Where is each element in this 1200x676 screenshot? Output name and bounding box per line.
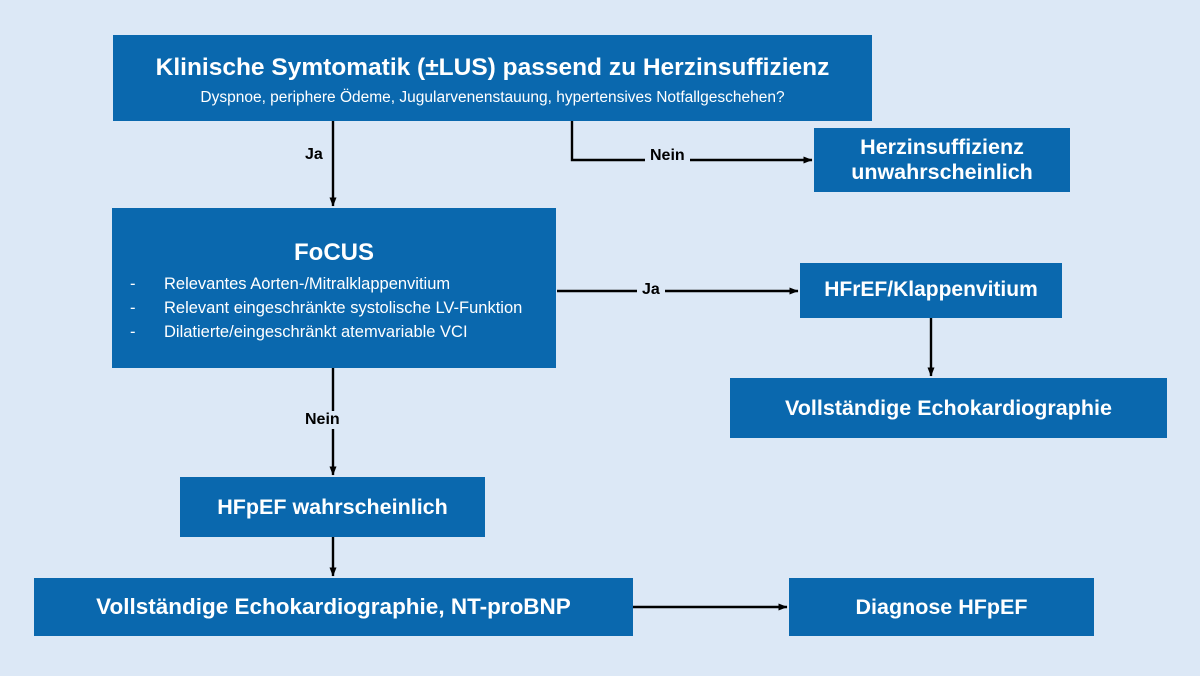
node-focus-bullet-item: - Dilatierte/eingeschränkt atemvariable … — [130, 320, 556, 344]
node-hfpef-likely[interactable]: HFpEF wahrscheinlich — [180, 477, 485, 537]
edge-clinical-to-hf-unlikely — [570, 121, 813, 164]
node-focus-bullet-text: Relevantes Aorten-/Mitralklappenvitium — [164, 274, 451, 293]
node-focus-bullet-list: - Relevantes Aorten-/Mitralklappenvitium… — [112, 272, 556, 345]
node-focus-bullet-item: - Relevantes Aorten-/Mitralklappenvitium — [130, 272, 556, 296]
edge-label-clinical-to-focus: Ja — [300, 146, 328, 164]
node-heart-failure-unlikely[interactable]: Herzinsuffizienz unwahrscheinlich — [814, 128, 1070, 192]
node-focus-bullet-item: - Relevant eingeschränkte systolische LV… — [130, 296, 556, 320]
node-focus-title: FoCUS — [294, 239, 374, 266]
edge-label-focus-to-hfpef: Nein — [300, 411, 345, 429]
node-focus[interactable]: FoCUS - Relevantes Aorten-/Mitralklappen… — [112, 208, 556, 368]
node-diagnosis-hfpef[interactable]: Diagnose HFpEF — [789, 578, 1094, 636]
node-complete-echocardiography-ntprobnp-title: Vollständige Echokardiographie, NT-proBN… — [96, 594, 571, 620]
bullet-marker-icon: - — [130, 298, 136, 317]
node-clinical-symptoms-subtitle: Dyspnoe, periphere Ödeme, Jugularvenenst… — [200, 89, 785, 107]
node-clinical-symptoms[interactable]: Klinische Symtomatik (±LUS) passend zu H… — [113, 35, 872, 121]
node-diagnosis-hfpef-title: Diagnose HFpEF — [855, 594, 1028, 619]
node-complete-echocardiography[interactable]: Vollständige Echokardiographie — [730, 378, 1167, 438]
node-heart-failure-unlikely-title: Herzinsuffizienz unwahrscheinlich — [851, 135, 1033, 184]
node-focus-bullet-text: Relevant eingeschränkte systolische LV-F… — [164, 298, 523, 317]
edge-label-focus-to-hfref: Ja — [637, 281, 665, 299]
node-complete-echocardiography-ntprobnp[interactable]: Vollständige Echokardiographie, NT-proBN… — [34, 578, 633, 636]
bullet-marker-icon: - — [130, 323, 136, 342]
node-complete-echocardiography-title: Vollständige Echokardiographie — [785, 395, 1112, 420]
node-hfref-valve-disease-title: HFrEF/Klappenvitium — [824, 278, 1038, 302]
node-hfpef-likely-title: HFpEF wahrscheinlich — [217, 494, 448, 519]
node-clinical-symptoms-title: Klinische Symtomatik (±LUS) passend zu H… — [155, 54, 830, 82]
bullet-marker-icon: - — [130, 274, 136, 293]
node-hfref-valve-disease[interactable]: HFrEF/Klappenvitium — [800, 263, 1062, 318]
node-focus-bullet-text: Dilatierte/eingeschränkt atemvariable VC… — [164, 323, 468, 342]
edge-label-clinical-to-hf-unlikely: Nein — [645, 147, 690, 165]
